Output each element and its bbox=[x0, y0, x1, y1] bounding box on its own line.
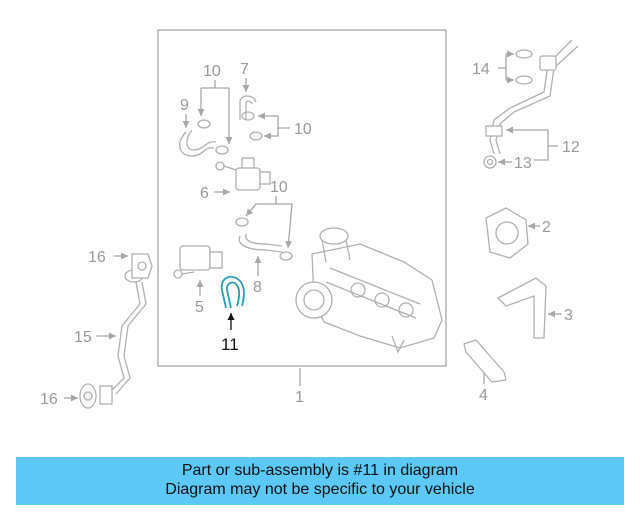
callout-16-bottom: 16 bbox=[40, 391, 58, 408]
banner-line-disclaimer: Diagram may not be specific to your vehi… bbox=[165, 481, 475, 498]
part-4-bracket bbox=[463, 339, 507, 383]
part-12-pipe bbox=[485, 39, 579, 155]
callout-9: 9 bbox=[180, 97, 189, 114]
callout-2: 2 bbox=[542, 219, 551, 236]
callout-16-top: 16 bbox=[88, 249, 106, 266]
callout-1: 1 bbox=[295, 389, 304, 406]
part-6-valve bbox=[215, 157, 271, 191]
part-9-hose bbox=[179, 129, 217, 157]
part-13-gasket bbox=[483, 155, 497, 169]
callout-11-highlighted: 11 bbox=[221, 335, 239, 354]
part-15-pipe bbox=[109, 269, 147, 395]
callout-13: 13 bbox=[514, 155, 532, 172]
callout-3: 3 bbox=[564, 307, 573, 324]
part-10-clamps-top bbox=[197, 111, 263, 155]
part-14-gaskets bbox=[515, 49, 533, 85]
part-8-hose bbox=[235, 217, 293, 261]
part-7-hose bbox=[239, 95, 257, 120]
parts-diagram: 10 7 9 10 6 10 8 5 11 1 14 12 13 2 3 4 1… bbox=[40, 29, 580, 409]
callout-5: 5 bbox=[195, 299, 204, 316]
part-3-bracket bbox=[496, 277, 547, 339]
callout-7: 7 bbox=[240, 61, 249, 78]
turbo-manifold-assembly bbox=[295, 227, 443, 354]
leader-lines bbox=[64, 50, 562, 402]
callout-10-top-left: 10 bbox=[203, 63, 221, 80]
info-banner: Part or sub-assembly is #11 in diagram D… bbox=[16, 457, 624, 505]
callout-15: 15 bbox=[74, 329, 92, 346]
part-2-gasket bbox=[485, 207, 529, 259]
callout-14: 14 bbox=[472, 61, 490, 78]
callout-4: 4 bbox=[479, 387, 488, 404]
part-16-gasket-top bbox=[131, 253, 153, 279]
callout-6: 6 bbox=[200, 185, 209, 202]
part-16-gasket-bottom bbox=[79, 383, 113, 409]
callout-10-middle: 10 bbox=[270, 179, 288, 196]
assembly-frame bbox=[157, 29, 447, 367]
callout-8: 8 bbox=[253, 279, 262, 296]
callout-12: 12 bbox=[562, 139, 580, 156]
part-11-hose bbox=[220, 275, 245, 309]
banner-line-part: Part or sub-assembly is #11 in diagram bbox=[181, 462, 459, 479]
part-5-valve bbox=[173, 245, 223, 279]
callout-10-right: 10 bbox=[294, 121, 312, 138]
